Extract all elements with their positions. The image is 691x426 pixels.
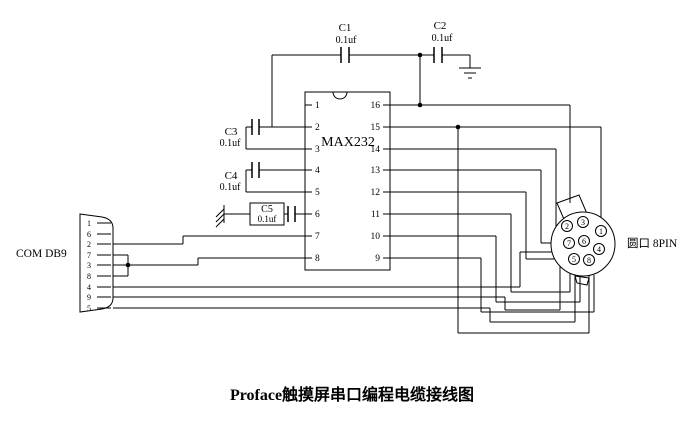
ic-pin-number: 12	[371, 188, 381, 198]
capacitor-c1: C1 0.1uf	[336, 22, 358, 63]
capacitor-value: 0.1uf	[220, 138, 242, 149]
ic-pin-number: 11	[371, 210, 380, 220]
ic-pin-number: 1	[315, 101, 320, 111]
ic-pin-number: 9	[375, 254, 380, 264]
junction-dot	[455, 124, 461, 130]
round-connector-label: 圆口 8PIN	[627, 237, 678, 250]
capacitor-c3: C3 0.1uf	[220, 119, 305, 150]
connector-pin-number: 8	[587, 256, 591, 265]
connector-pin-number: 7	[567, 239, 571, 248]
capacitor-label: C2	[434, 20, 447, 32]
diagram-caption: Proface触摸屏串口编程电缆接线图	[230, 385, 474, 404]
connector-pin-number: 4	[597, 245, 601, 254]
round-connector: 2 3 1 7 6 4 5 8 圆口 8PIN	[550, 194, 678, 286]
ic-pin-number: 14	[371, 145, 381, 155]
capacitor-value: 0.1uf	[432, 33, 454, 44]
connector-pin	[583, 254, 595, 266]
db9-pin-number: 9	[87, 293, 91, 302]
connector-pin	[577, 216, 589, 228]
ic-pin-number: 15	[371, 123, 381, 133]
ic-body	[304, 91, 391, 271]
connector-pin	[593, 243, 605, 255]
capacitor-label-box	[249, 202, 285, 226]
wire-segment	[271, 54, 471, 127]
capacitor-c5: C5 0.1uf	[215, 202, 305, 228]
capacitor-plates-icon	[340, 47, 350, 63]
ic-pin-number: 4	[315, 166, 320, 176]
ic-pin-number: 13	[371, 166, 381, 176]
ic-pin-number: 3	[315, 145, 320, 155]
wires	[113, 52, 602, 334]
capacitor-label: C1	[339, 22, 352, 34]
db9-pin-ticks	[97, 222, 111, 309]
ic-label: MAX232	[321, 135, 375, 150]
db9-label: COM DB9	[16, 248, 67, 260]
db9-pin-number: 3	[87, 261, 91, 270]
connector-pin-number: 6	[582, 237, 586, 246]
capacitor-label: C5	[261, 204, 273, 215]
ic-pin-number: 7	[315, 232, 320, 242]
capacitor-value: 0.1uf	[220, 182, 242, 193]
connector-pin	[578, 235, 590, 247]
ground-icon	[215, 205, 225, 228]
ic-pin-number: 10	[371, 232, 381, 242]
capacitor-label: C3	[225, 126, 238, 138]
junction-dot	[417, 102, 423, 108]
ic-pin-number: 8	[315, 254, 320, 264]
db9-pin-number: 2	[87, 240, 91, 249]
junction-dot	[417, 52, 423, 58]
wire-segment	[245, 169, 305, 193]
ic-max232: MAX232 1 2 3 4 5 6 7 8 16 15 14 13 12 11…	[304, 91, 391, 271]
ic-pin-number: 6	[315, 210, 320, 220]
db9-pin-number: 6	[87, 230, 91, 239]
ic-pin-ticks	[305, 104, 390, 259]
capacitor-plates-icon	[251, 119, 260, 135]
db9-pin-number: 4	[87, 283, 91, 292]
db9-pin-number: 1	[87, 219, 91, 228]
connector-pin	[561, 220, 573, 232]
capacitor-plates-icon	[433, 47, 443, 63]
connector-pin	[563, 237, 575, 249]
junction-dot	[125, 262, 131, 268]
ic-pin-number: 5	[315, 188, 320, 198]
ic-pin-number: 2	[315, 123, 320, 133]
ground-icon	[459, 67, 481, 79]
capacitor-plates-icon	[251, 162, 260, 178]
capacitor-value: 0.1uf	[336, 35, 358, 46]
capacitor-plates-icon	[287, 206, 296, 222]
capacitor-label: C4	[225, 170, 238, 182]
connector-pin	[595, 225, 607, 237]
connector-pin-number: 3	[581, 218, 585, 227]
connector-pin-number: 1	[599, 227, 603, 236]
capacitor-value: 0.1uf	[258, 214, 277, 224]
db9-pin-number: 7	[87, 251, 91, 260]
ic-notch-icon	[332, 91, 348, 100]
connector-notch-icon	[574, 275, 590, 286]
wire-segment	[245, 126, 305, 150]
db9-pin-number: 8	[87, 272, 91, 281]
ic-pin-number: 16	[371, 101, 381, 111]
connector-pin	[568, 253, 580, 265]
capacitor-c2: C2 0.1uf	[432, 20, 481, 79]
connector-pin-number: 5	[572, 255, 576, 264]
connector-pin-number: 2	[565, 222, 569, 231]
db9-connector: 1 6 2 7 3 8 4 9 5 COM DB9	[16, 213, 114, 313]
db9-pin-number: 5	[87, 304, 91, 313]
capacitor-c4: C4 0.1uf	[220, 162, 305, 193]
